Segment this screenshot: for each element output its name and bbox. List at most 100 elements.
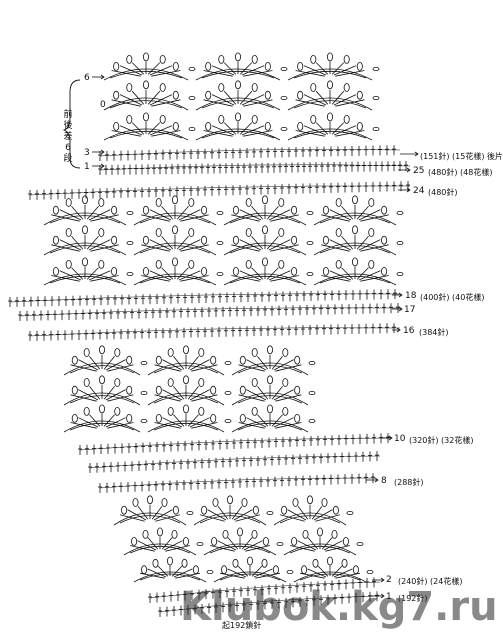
bobble-mark	[221, 565, 228, 575]
bobble-mark	[343, 55, 350, 64]
chain-mark	[188, 127, 196, 132]
stitch-mark	[105, 359, 126, 371]
bobble-mark	[261, 195, 268, 205]
bobble-mark	[232, 235, 239, 245]
stitch-mark	[131, 62, 145, 75]
bobble-mark	[356, 62, 363, 71]
stitch-mark	[246, 389, 267, 401]
stitch-mark	[307, 568, 327, 578]
stitch-mark	[161, 235, 174, 250]
chain-mark	[186, 510, 194, 515]
stitch-mark	[273, 359, 294, 371]
row-count-24: (480針)	[428, 188, 458, 197]
bobble-mark	[236, 527, 243, 537]
bobble-mark	[312, 558, 319, 568]
bobble-mark	[222, 530, 229, 539]
bobble-mark	[234, 80, 241, 90]
bobble-mark	[141, 565, 148, 575]
row-number-1: 1	[386, 592, 392, 602]
row-count-25: (480針) (48花樣)	[428, 168, 493, 177]
bobble-mark	[172, 505, 179, 515]
chain-mark	[140, 360, 148, 365]
stitch-mark	[70, 422, 97, 429]
stitch-mark	[203, 130, 233, 137]
bobble-mark	[239, 385, 246, 395]
chain-mark	[366, 570, 374, 575]
left-mark-0: 0	[100, 100, 106, 110]
bobble-mark	[52, 266, 59, 276]
chain-mark	[216, 271, 224, 276]
bobble-mark	[131, 537, 138, 546]
starting-chain-label: 起192鎖針	[222, 621, 262, 630]
chain-mark	[306, 271, 314, 276]
chain-mark	[372, 96, 380, 101]
bobble-mark	[172, 62, 179, 71]
stitch-mark	[239, 122, 253, 135]
stitch-mark	[162, 389, 183, 401]
stitch-mark	[335, 70, 365, 77]
stitch-mark	[173, 568, 193, 578]
bobble-mark	[126, 355, 133, 365]
stitch-mark	[295, 70, 325, 77]
stitch-mark	[243, 130, 273, 137]
bobble-mark	[262, 537, 269, 546]
chain-mark	[188, 96, 196, 101]
stitch-mark	[147, 62, 161, 75]
chain-mark	[206, 570, 214, 575]
stitch-mark	[103, 355, 115, 370]
stitch-mark	[105, 417, 126, 428]
stitch-mark	[107, 364, 134, 372]
stitch-mark	[199, 514, 225, 522]
bobble-mark	[251, 115, 258, 124]
stitch-mark	[360, 244, 389, 252]
watermark: Klubok.kg7.ru	[180, 584, 498, 630]
bobble-mark	[142, 112, 149, 122]
chain-mark	[280, 67, 288, 72]
row-number-17: 17	[404, 305, 416, 315]
bobble-mark	[322, 205, 329, 215]
stitch-mark	[210, 545, 235, 552]
stitch-mark	[331, 90, 345, 105]
bobble-mark	[326, 556, 333, 566]
stitch-mark	[227, 537, 239, 550]
stitch-mark	[119, 125, 143, 136]
stitch-mark	[251, 565, 263, 577]
left-mark-1: 1	[84, 162, 90, 172]
bobble-mark	[113, 62, 120, 71]
bobble-mark	[251, 348, 258, 357]
bobble-mark	[121, 505, 128, 515]
row-guide	[29, 327, 401, 337]
stitch-mark	[325, 545, 350, 552]
stitch-mark	[141, 214, 170, 222]
bobble-mark	[281, 505, 288, 515]
bobble-mark	[294, 413, 301, 423]
row-label-back-piece: (151針) (15花樣) 後片	[420, 152, 503, 161]
stitch-mark	[187, 414, 199, 427]
stitch-mark	[303, 65, 327, 76]
stitch-mark	[237, 565, 249, 577]
bobble-mark	[155, 198, 162, 207]
bobble-mark	[65, 228, 72, 237]
bobble-mark	[188, 198, 195, 207]
stitch-mark	[271, 355, 283, 370]
stitch-mark	[88, 239, 111, 251]
stitch-mark	[329, 239, 352, 251]
row-pointer-head	[100, 163, 105, 169]
stitch-mark	[239, 90, 253, 105]
bobble-mark	[343, 115, 350, 124]
stitch-mark	[90, 214, 119, 222]
stitch-mark	[329, 209, 352, 221]
bobble-mark	[99, 375, 106, 385]
stitch-mark	[149, 209, 172, 221]
bobble-mark	[335, 228, 342, 237]
bobble-mark	[218, 55, 225, 64]
row-count-1: (192針)	[398, 594, 428, 603]
chain-mark	[346, 510, 354, 515]
bobble-mark	[167, 406, 174, 416]
stitch-mark	[356, 205, 369, 220]
stitch-mark	[241, 94, 265, 106]
bobble-mark	[322, 235, 329, 245]
bobble-mark	[111, 235, 118, 245]
stitch-mark	[147, 122, 161, 135]
chain-mark	[396, 271, 404, 276]
